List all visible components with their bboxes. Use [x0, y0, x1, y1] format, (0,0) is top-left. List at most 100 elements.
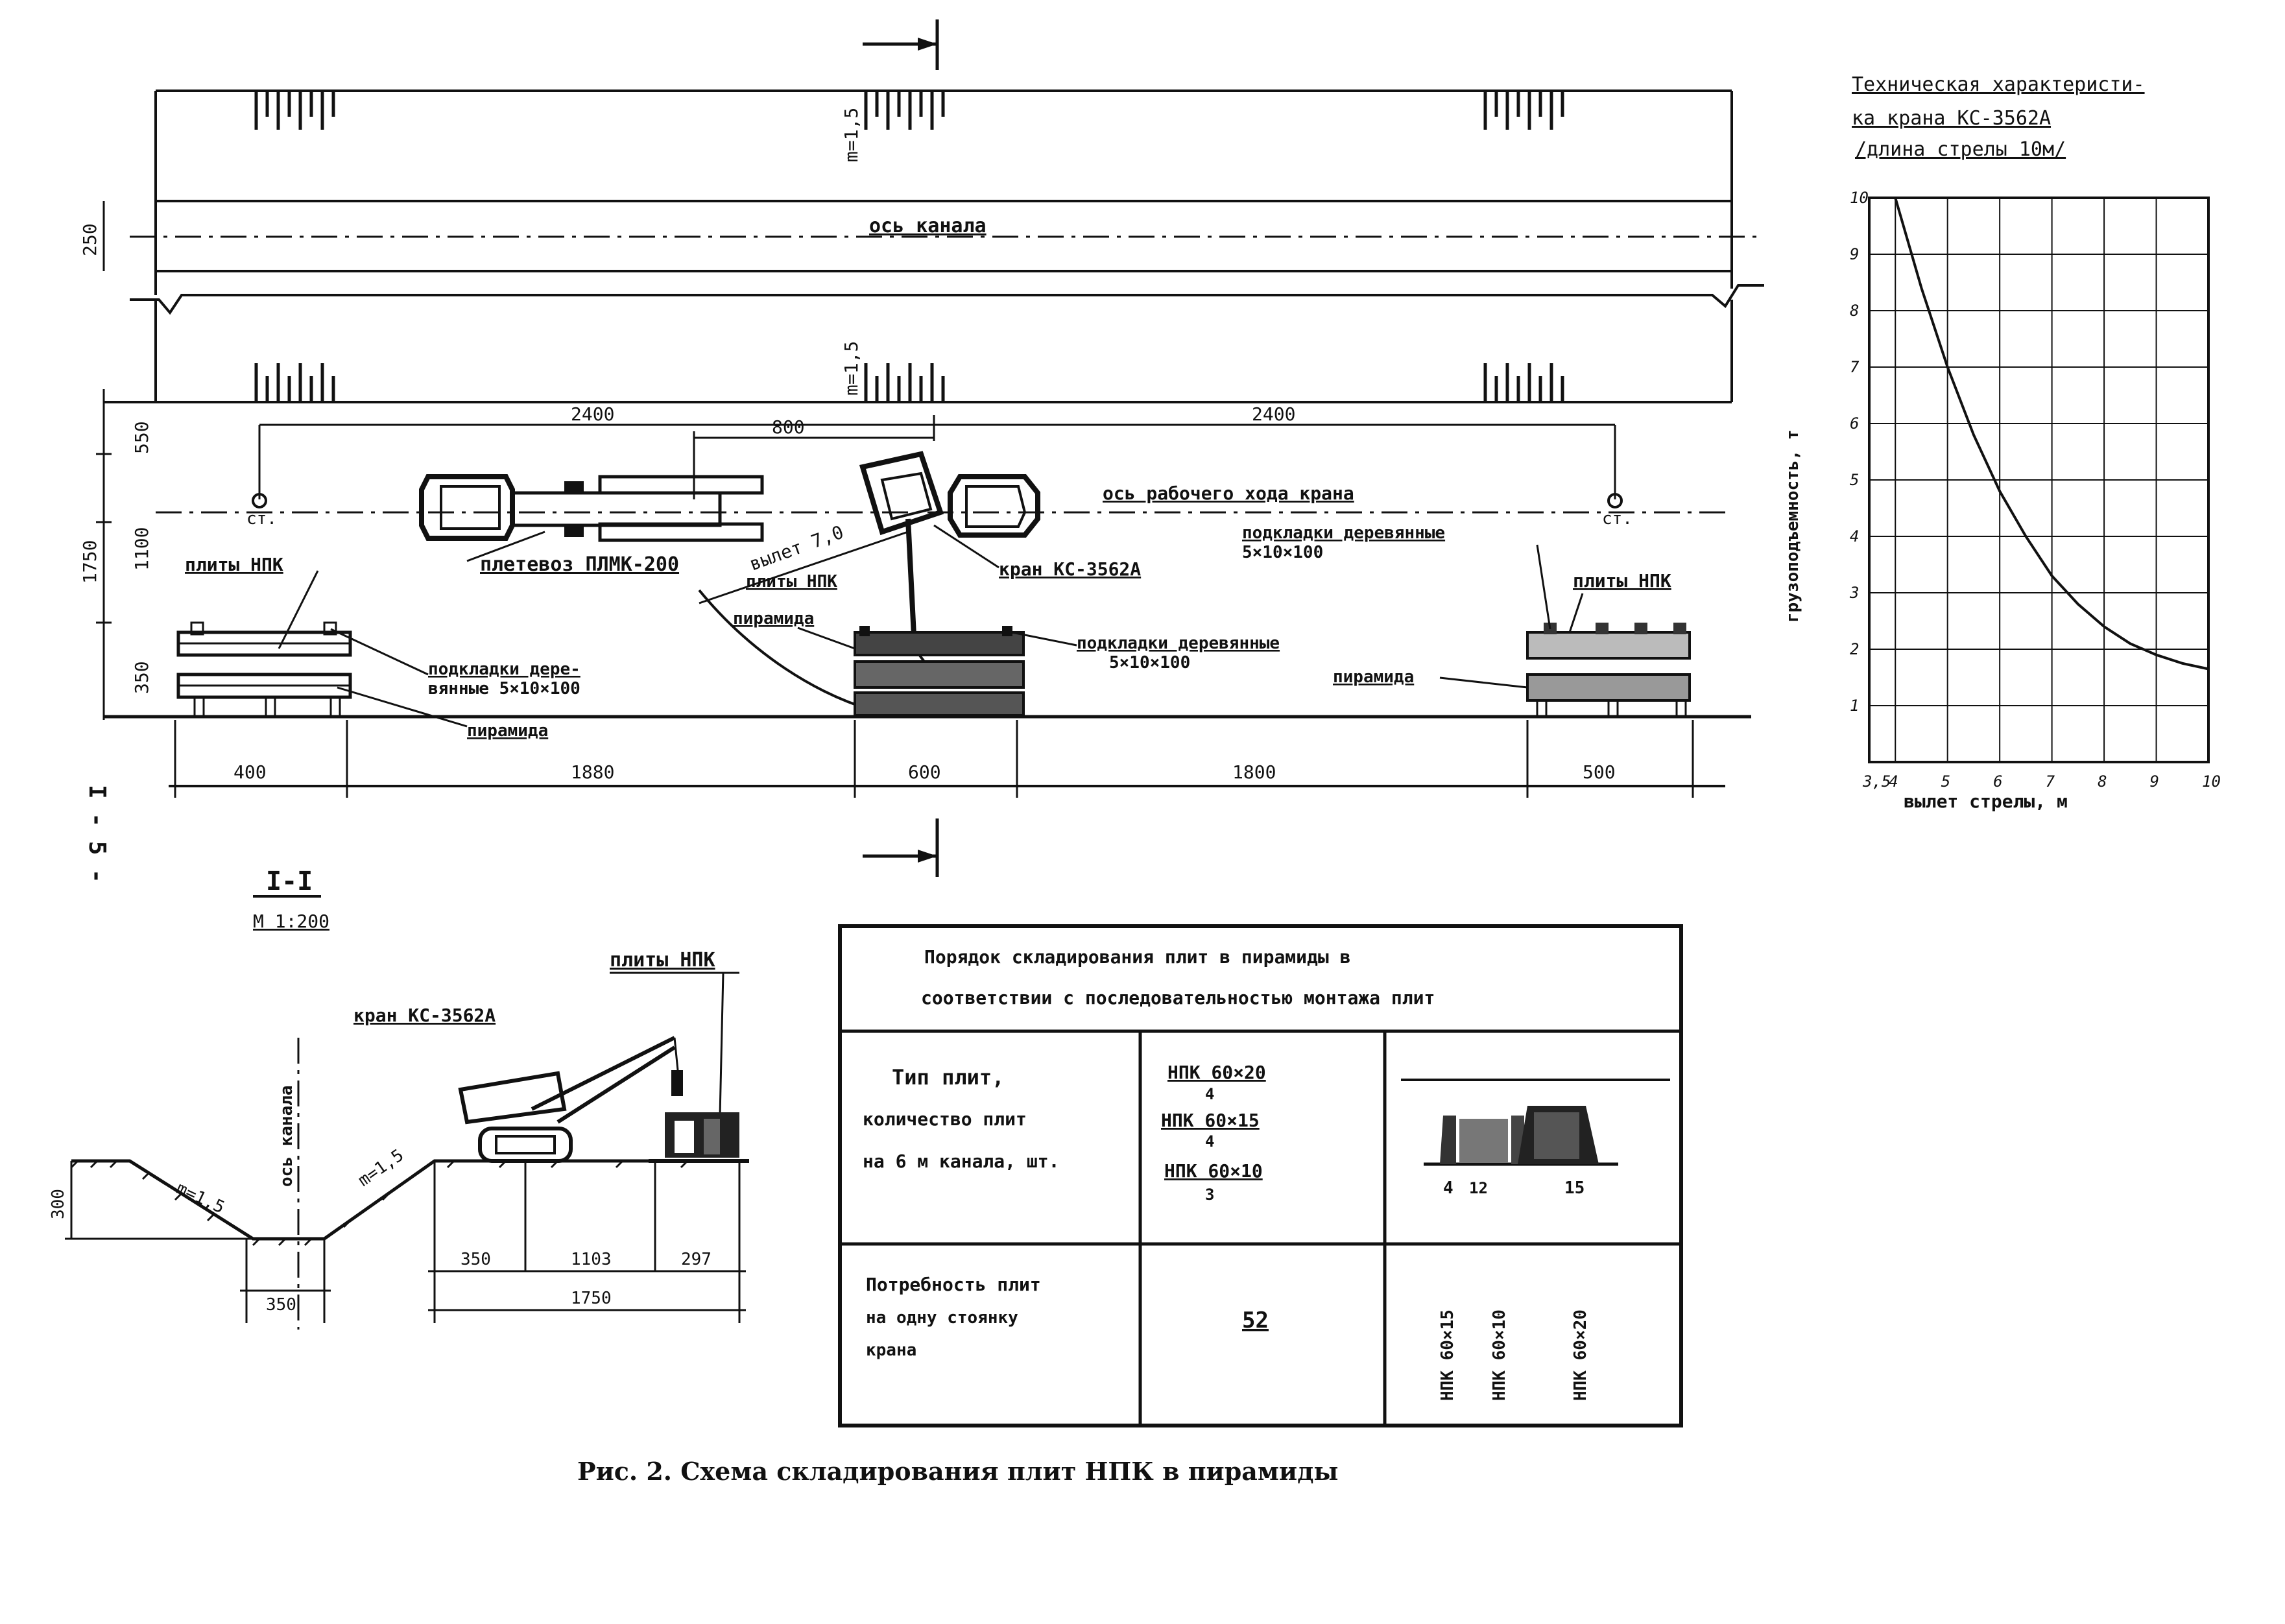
- dim-250: 250: [79, 223, 101, 256]
- label-pads-top-1: подкладки деревянные: [1242, 523, 1445, 543]
- chart-x-tick-label: 10: [2202, 772, 2221, 791]
- chart-grid: [1868, 197, 2210, 763]
- boom-reach-arc: [698, 589, 873, 711]
- plan-view: m=1,5 m=1,5 ось канала 250 550 1750 1100…: [79, 19, 1764, 877]
- chart-title-line1: Техническая характеристи-: [1852, 73, 2145, 96]
- slope-hatch-top-left: [254, 91, 335, 130]
- chart-y-tick-label: 2: [1850, 640, 1859, 658]
- plate-type-3: НПК 60×10: [1164, 1160, 1263, 1182]
- label-pyramid-right: пирамида: [1333, 667, 1414, 687]
- chart-y-tick-label: 4: [1850, 527, 1859, 545]
- chart-x-tick-label: 8: [2098, 772, 2107, 791]
- row1-col1-line1: Тип плит,: [892, 1065, 1004, 1090]
- slope-label-top: m=1,5: [841, 108, 862, 162]
- chart-ylabel: грузоподъемность, т: [1783, 430, 1802, 623]
- plate-type-3-qty: 3: [1205, 1186, 1214, 1204]
- slope-hatch-top-right: [1483, 91, 1564, 130]
- table-title-line1: Порядок складирования плит в пирамиды в: [924, 946, 1350, 968]
- row1-col1-line3: на 6 м канала, шт.: [863, 1151, 1059, 1172]
- slope-hatch-bottom-right: [1483, 363, 1564, 402]
- dim-1750: 1750: [79, 540, 101, 584]
- stack-label-b: 12: [1469, 1179, 1488, 1197]
- row2-col1-line2: на одну стоянку: [866, 1308, 1018, 1328]
- canal-axis-label: ось канала: [869, 215, 987, 237]
- dim-550: 550: [131, 421, 152, 454]
- label-pyramid-mid: пирамида: [733, 609, 814, 628]
- section-dim-1750: 1750: [571, 1289, 612, 1308]
- plate-type-1-qty: 4: [1205, 1085, 1214, 1103]
- svg-text:ст.: ст.: [246, 509, 277, 529]
- chart-y-tick-label: 5: [1850, 471, 1859, 489]
- label-plates-mid: плиты НПК: [746, 572, 837, 591]
- section-dim-bottom: 350: [266, 1295, 296, 1315]
- label-pads-left-2: вянные 5×10×100: [428, 679, 580, 699]
- chart-x-tick-label: 4: [1889, 772, 1898, 791]
- stacking-order-table: Порядок складирования плит в пирамиды в …: [838, 924, 1683, 1427]
- stack-label-c: 15: [1564, 1178, 1585, 1198]
- label-pads-top-2: 5×10×100: [1242, 543, 1323, 562]
- section-dim-1103: 1103: [571, 1250, 612, 1269]
- table-title-line2: соответствии с последовательностью монта…: [921, 987, 1435, 1009]
- section-dim-depth: 300: [49, 1189, 68, 1219]
- label-pads-left-1: подкладки дере-: [428, 660, 580, 679]
- chart-y-tick-label: 8: [1850, 302, 1859, 320]
- plates-stack-right: [1526, 623, 1691, 718]
- slope-hatch-bottom-mid: [864, 363, 945, 402]
- vertical-label-2: НПК 60×10: [1490, 1309, 1509, 1401]
- plates-section: [649, 1112, 749, 1163]
- section-scale: М 1:200: [253, 911, 329, 932]
- plates-stack-mid: [854, 626, 1025, 717]
- svg-text:ст.: ст.: [1602, 509, 1633, 529]
- chart-y-tick-label: 3: [1849, 584, 1859, 602]
- plates-stack-left: [176, 621, 352, 718]
- row2-col1-line1: Потребность плит: [866, 1274, 1041, 1295]
- section-dim-297: 297: [681, 1250, 712, 1269]
- chart-x-tick-label: 7: [2046, 772, 2055, 791]
- chart-y-tick-label: 6: [1850, 414, 1859, 433]
- dim-bottom-400: 400: [233, 761, 267, 783]
- section-view: I-I М 1:200 кран КС-3562А плиты НПК ось …: [49, 866, 749, 1330]
- section-slope-left: m=1,5: [173, 1178, 228, 1217]
- chart-x-tick-label: 6: [1993, 772, 2002, 791]
- plate-type-2: НПК 60×15: [1161, 1110, 1260, 1131]
- ground-hatching: [70, 1160, 689, 1247]
- dim-bottom-600: 600: [908, 761, 941, 783]
- chart-x-tick-label: 9: [2150, 772, 2159, 791]
- vertical-label-1: НПК 60×15: [1438, 1309, 1457, 1401]
- dim-800: 800: [772, 416, 805, 438]
- dim-350: 350: [131, 661, 152, 694]
- section-cut-top: [863, 19, 939, 70]
- section-label-plates: плиты НПК: [610, 949, 715, 972]
- label-pads-mid-1: подкладки деревянные: [1077, 634, 1280, 653]
- chart-title-line2: ка крана КС-3562А: [1852, 107, 2051, 130]
- dim-bottom-1880: 1880: [571, 761, 614, 783]
- stack-pictogram: [1401, 1079, 1670, 1166]
- section-cut-bottom: [863, 818, 939, 877]
- ground-profile: [71, 1159, 746, 1241]
- section-canal-axis-label: ось канала: [277, 1085, 296, 1187]
- vertical-label-3: НПК 60×20: [1571, 1309, 1590, 1401]
- crane-section: [458, 1036, 683, 1271]
- chart-y-tick-label: 9: [1850, 245, 1859, 263]
- chart-x-tick-label: 3,5: [1862, 772, 1891, 791]
- label-pyramid-left: пирамида: [467, 721, 548, 741]
- chart-xlabel: вылет стрелы, м: [1904, 791, 2068, 812]
- crane-chart: Техническая характеристи- ка крана КС-35…: [1783, 73, 2221, 812]
- chart-x-tick-label: 5: [1941, 772, 1950, 791]
- chart-y-tick-label: 7: [1850, 358, 1860, 376]
- row1-col1-line2: количество плит: [863, 1108, 1027, 1130]
- chart-y-tick-label: 10: [1850, 189, 1869, 207]
- chart-title-line3: /длина стрелы 10м/: [1855, 138, 2066, 161]
- dim-1100: 1100: [131, 527, 152, 571]
- chart-y-tick-label: 1: [1850, 697, 1859, 715]
- stack-label-a: 4: [1443, 1178, 1454, 1198]
- label-plates-left: плиты НПК: [185, 554, 283, 575]
- crane-stop-right: ст.: [1602, 493, 1633, 529]
- slope-hatch-bottom-left: [254, 363, 335, 402]
- crane-path-axis-label: ось рабочего хода крана: [1103, 483, 1354, 504]
- row2-value: 52: [1242, 1308, 1269, 1333]
- section-title: I-I: [266, 866, 313, 896]
- dim-bottom-500: 500: [1583, 761, 1616, 783]
- pipelayer-vehicle: [419, 474, 764, 542]
